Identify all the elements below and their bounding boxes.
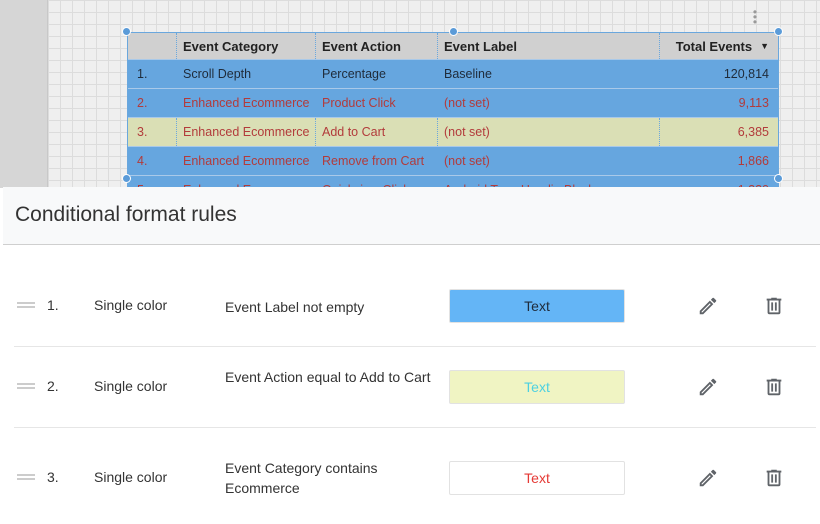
table-row[interactable]: 2. Enhanced Ecommerce Product Click (not se… [128,89,778,118]
rule-number: 3. [47,469,59,485]
cell-event-label: Baseline [444,67,492,81]
cell-event-action: Percentage [322,67,386,81]
rule-type: Single color [94,469,168,485]
rule-condition: Event Label not empty [225,299,365,315]
more-options-icon[interactable]: ••• [752,5,758,29]
canvas-left-margin [0,0,48,188]
cell-total-events: 1,220 [659,176,778,188]
table-header-row: Event Category Event Action Event Label … [128,33,778,60]
cell-event-label: (not set) [444,154,490,168]
cell-event-action: Add to Cart [315,118,437,146]
table-row[interactable]: 4. Enhanced Ecommerce Remove from Cart (not… [128,147,778,176]
row-index: 3. [137,125,148,139]
header-total-events[interactable]: Total Events ▼ [659,33,778,59]
header-event-action[interactable]: Event Action [315,33,437,59]
cell-event-category: Enhanced Ecommerce [183,154,310,168]
data-table[interactable]: Event Category Event Action Event Label … [127,32,779,188]
cell-total-events: 1,866 [737,154,769,168]
delete-trash-icon[interactable] [763,295,785,317]
row-index: 1. [137,67,148,81]
rule-number: 2. [47,378,59,394]
header-total-events-label: Total Events [675,38,753,54]
rule-condition: Event Action equal to Add to Cart [225,369,431,385]
cell-event-category: Enhanced Ecommerce [176,176,315,188]
resize-handle[interactable] [122,174,131,183]
drag-handle-icon[interactable] [17,383,35,389]
cell-event-category: Enhanced Ecommerce [176,118,315,146]
row-index: 4. [137,154,148,168]
row-index: 5. [128,176,176,188]
cell-total-events: 6,385 [659,118,778,146]
drag-handle-icon[interactable] [17,302,35,308]
cell-event-label: (not set) [437,118,659,146]
conditional-format-panel: Conditional format rules 1. Single color… [3,187,820,524]
cell-event-action: Product Click [322,96,396,110]
panel-title: Conditional format rules [3,187,820,245]
header-index [128,33,176,59]
sort-descending-icon[interactable]: ▼ [760,41,769,51]
edit-pencil-icon[interactable] [697,467,719,489]
resize-handle[interactable] [774,27,783,36]
drag-handle-icon[interactable] [17,474,35,480]
resize-handle[interactable] [449,27,458,36]
table-row[interactable]: 5.Enhanced EcommerceQuickview ClickAndro… [128,176,778,188]
delete-trash-icon[interactable] [763,376,785,398]
report-canvas: ••• Event Category Event Action Event La… [0,0,820,188]
format-preview-swatch[interactable]: Text [449,461,625,495]
cell-event-category: Enhanced Ecommerce [183,96,310,110]
cell-total-events: 120,814 [723,67,769,81]
rule-type: Single color [94,297,168,313]
resize-handle[interactable] [122,27,131,36]
row-index: 2. [137,96,148,110]
divider [14,346,816,347]
divider [14,427,816,428]
delete-trash-icon[interactable] [763,467,785,489]
table-row[interactable]: 1. Scroll Depth Percentage Baseline 120,814 [128,60,778,89]
cell-total-events: 9,113 [738,96,769,110]
format-preview-swatch[interactable]: Text [449,289,625,323]
edit-pencil-icon[interactable] [697,295,719,317]
resize-handle[interactable] [774,174,783,183]
cell-event-action: Quickview Click [315,176,437,188]
cell-event-label: (not set) [444,96,490,110]
rule-type: Single color [94,378,168,394]
cell-event-category: Scroll Depth [183,67,252,81]
format-preview-swatch[interactable]: Text [449,370,625,404]
rule-condition: Event Category contains Ecommerce [225,460,378,496]
edit-pencil-icon[interactable] [697,376,719,398]
cell-event-action: Remove from Cart [322,154,425,168]
rule-number: 1. [47,297,59,313]
cell-event-label: Android Tone Hoodie Black [437,176,659,188]
header-event-label[interactable]: Event Label [437,33,659,59]
header-event-category[interactable]: Event Category [176,33,315,59]
